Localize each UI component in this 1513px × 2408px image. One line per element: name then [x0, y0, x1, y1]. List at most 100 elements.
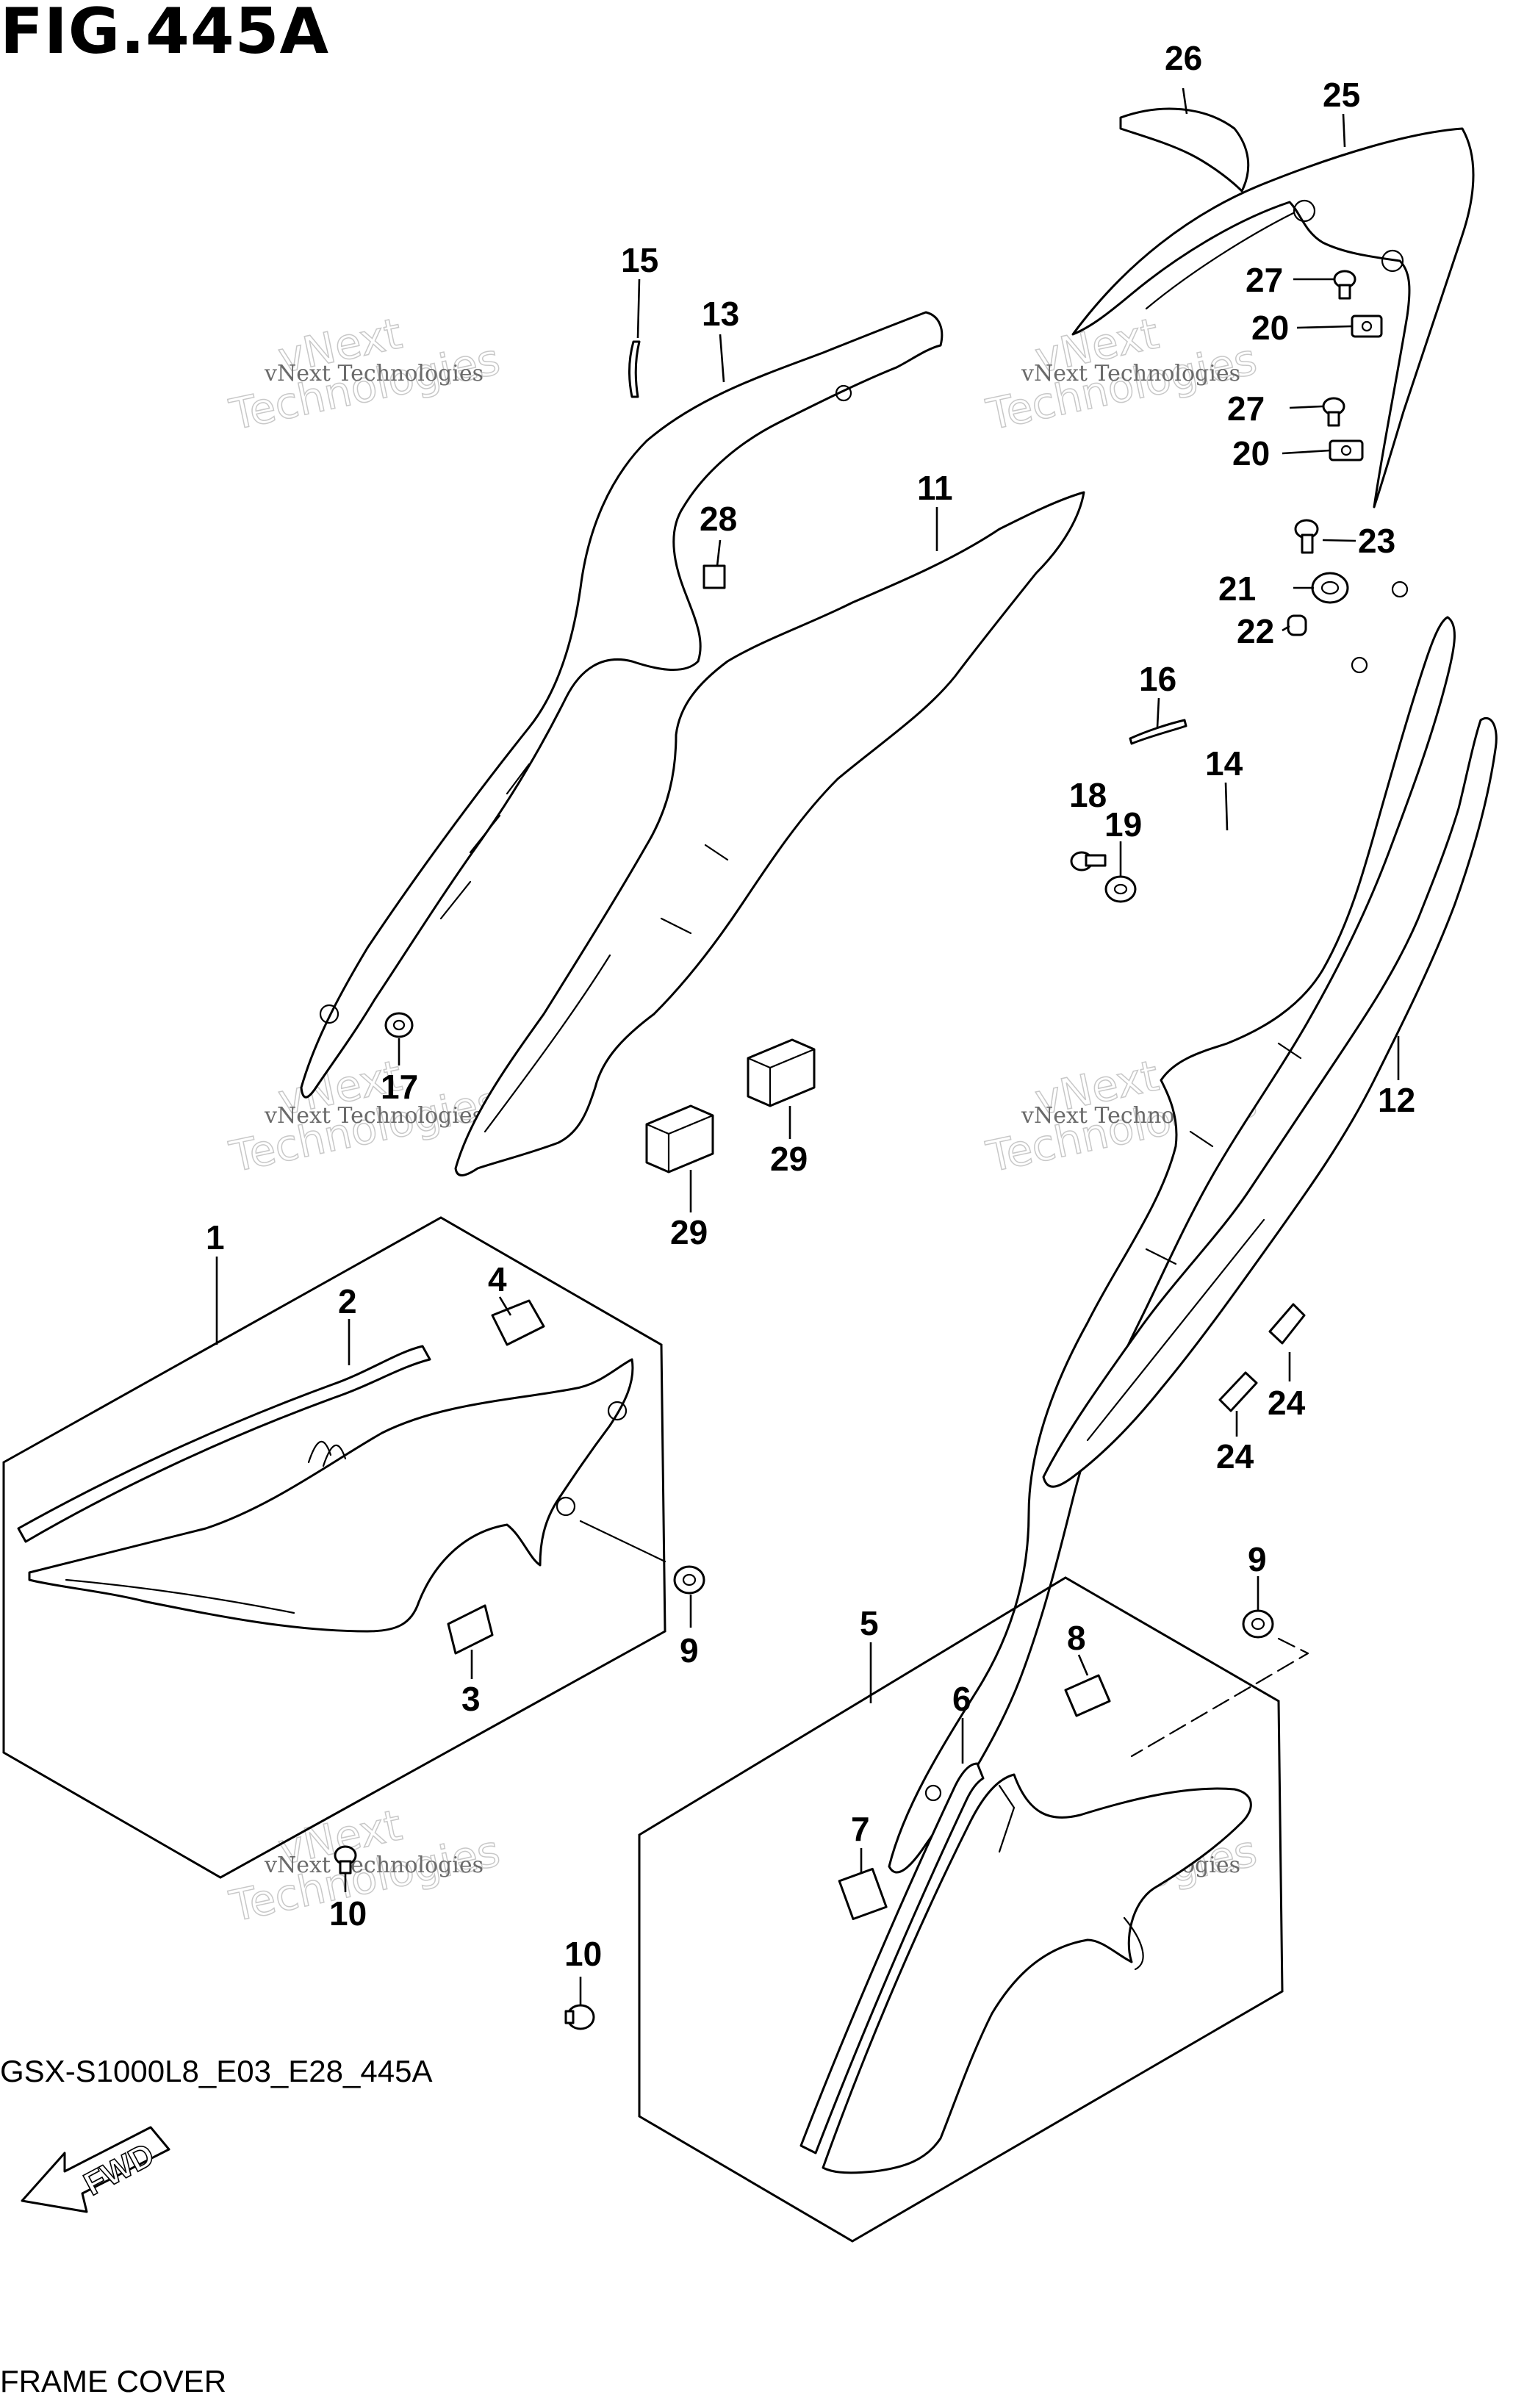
callout-21: 21 [1218, 569, 1256, 608]
part-25-mount-hole [1293, 199, 1316, 223]
callout-27: 27 [1227, 389, 1265, 428]
kit-frame-1 [2, 1216, 666, 1879]
collar-22 [1287, 614, 1307, 636]
callout-24: 24 [1268, 1384, 1306, 1422]
watermark-text: vNext Technologies [1021, 361, 1240, 387]
watermark-top-left: vNext Technologies vNext Technologies [225, 308, 505, 441]
callout-16: 16 [1139, 660, 1176, 698]
damper-29b [747, 1038, 816, 1107]
part-16-strip [1129, 719, 1187, 745]
watermark-text: vNext Technologies [264, 361, 484, 387]
callout-17: 17 [381, 1068, 418, 1106]
part-1-lower-edge [65, 1578, 295, 1614]
callout-13: 13 [702, 295, 739, 333]
watermark-group: vNext Technologies vNext Technologies vN… [225, 308, 1262, 1933]
part-14-rail-cover [888, 616, 1456, 1874]
washer-19 [1104, 875, 1137, 903]
callout-labels: 26 25 15 13 27 20 27 20 28 11 23 21 22 1… [206, 39, 1415, 1973]
callout-12: 12 [1378, 1081, 1415, 1119]
figure-name: FRAME COVER [0, 2364, 227, 2398]
part-25-tail-cover [1071, 127, 1475, 508]
callout-27: 27 [1246, 261, 1283, 299]
callout-19: 19 [1104, 805, 1142, 844]
clip-20a [1351, 315, 1383, 338]
bolt-23 [1294, 519, 1319, 554]
callout-10: 10 [329, 1894, 367, 1933]
part-7-pad [838, 1867, 888, 1921]
bolt-18 [1070, 851, 1107, 871]
clip-20b [1329, 439, 1364, 461]
part-5-upper-edge [998, 1784, 1016, 1853]
part-2-strip [17, 1345, 431, 1543]
callout-4: 4 [488, 1260, 507, 1298]
part-8-pad [1064, 1674, 1111, 1717]
callout-22: 22 [1237, 612, 1274, 650]
part-3-pad [447, 1604, 494, 1655]
part-25-mount-hole [1381, 249, 1404, 273]
watermark-top-right: vNext Technologies vNext Technologies [982, 308, 1262, 441]
watermark-text: vNext Technologies [264, 1103, 484, 1129]
part-11-edge-line [484, 954, 611, 1133]
callout-23: 23 [1358, 522, 1395, 560]
fastener-27a [1333, 270, 1356, 300]
part-1-mount-hole [607, 1401, 628, 1421]
part-14-mount-hole [924, 1784, 942, 1802]
part-13-tabs [439, 763, 531, 920]
part-4-pad [491, 1299, 545, 1346]
part-5-frame-cover [822, 1773, 1252, 2174]
part-25-edge-line [1145, 212, 1295, 310]
part-1-mount-hole [556, 1496, 576, 1517]
callout-29: 29 [770, 1140, 808, 1178]
part-12-edge-line [1086, 1218, 1265, 1442]
part-13-mount-hole [835, 384, 852, 402]
part-1-frame-cover [28, 1358, 634, 1633]
watermark-text: vNext Technologies [264, 1852, 484, 1878]
part-11-tabs [660, 844, 729, 935]
callout-2: 2 [338, 1282, 357, 1320]
callout-1: 1 [206, 1218, 225, 1257]
callout-9: 9 [1248, 1540, 1267, 1578]
callout-14: 14 [1205, 744, 1243, 783]
callout-20: 20 [1251, 309, 1289, 347]
part-24a-pad [1268, 1303, 1306, 1345]
callout-7: 7 [851, 1810, 870, 1848]
part-12-rail-cover [1042, 717, 1498, 1488]
part-26-cover-piece [1119, 107, 1250, 193]
kit-frame-5 [638, 1576, 1284, 2243]
fastener-27b [1322, 397, 1345, 427]
leader-lines [215, 87, 1400, 2006]
part-14-mount-hole [1351, 656, 1368, 674]
callout-29: 29 [670, 1213, 708, 1251]
callout-10: 10 [564, 1935, 602, 1973]
fastener-10b [564, 2004, 595, 2030]
grommet-9b-guide-line [1130, 1637, 1309, 1758]
callout-9: 9 [680, 1631, 699, 1670]
part-24b-pad [1218, 1371, 1258, 1412]
part-15-strip [628, 340, 641, 398]
grommet-9b [1242, 1609, 1274, 1639]
callout-18: 18 [1069, 776, 1107, 814]
callout-24: 24 [1216, 1437, 1254, 1476]
callout-20: 20 [1232, 434, 1270, 472]
callout-26: 26 [1165, 39, 1202, 77]
callout-6: 6 [952, 1680, 971, 1718]
callout-25: 25 [1323, 76, 1360, 114]
callout-15: 15 [621, 241, 658, 279]
grommet-9a [673, 1565, 705, 1595]
figure-title: FIG.445A [0, 0, 330, 68]
part-12-tabs [1145, 1042, 1302, 1265]
fwd-direction-arrow: FWD [21, 2126, 170, 2213]
callout-28: 28 [700, 500, 737, 538]
callout-8: 8 [1067, 1619, 1086, 1657]
grommet-17 [384, 1012, 414, 1038]
grommet-9a-guide-line [579, 1520, 666, 1563]
fastener-10a [334, 1845, 357, 1875]
part-11-inner-cover [454, 491, 1085, 1176]
callout-11: 11 [917, 469, 953, 507]
callout-5: 5 [860, 1604, 879, 1642]
part-14-mount-hole [1391, 581, 1409, 598]
part-13-mount-hole [319, 1004, 339, 1024]
part-28-clip [702, 564, 726, 589]
